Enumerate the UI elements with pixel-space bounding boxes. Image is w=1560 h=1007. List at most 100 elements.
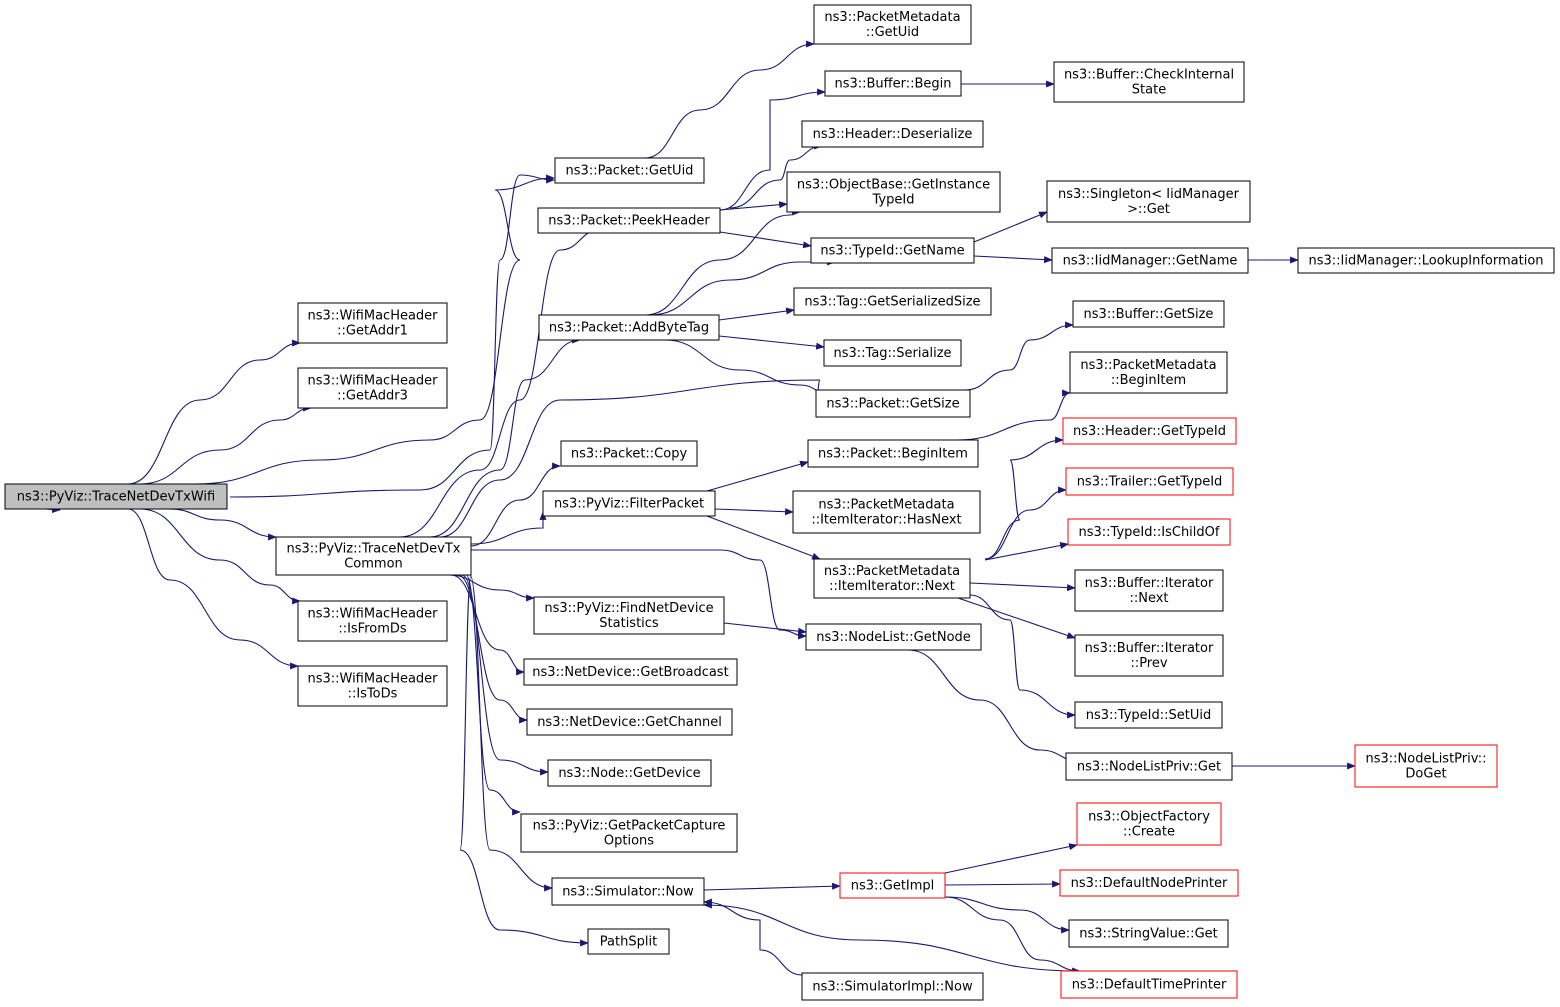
node-box[interactable]	[823, 339, 962, 367]
graph-node-bufgetsize[interactable]: ns3::Buffer::GetSize	[1072, 300, 1225, 328]
node-box[interactable]	[810, 237, 975, 264]
node-box[interactable]	[1074, 569, 1224, 612]
graph-node-getaddr3[interactable]: ns3::WifiMacHeader::GetAddr3	[297, 367, 448, 409]
node-box[interactable]	[1053, 61, 1245, 103]
node-box[interactable]	[793, 287, 992, 316]
node-box[interactable]	[297, 600, 448, 642]
graph-node-hdrgettypeid[interactable]: ns3::Header::GetTypeId	[1062, 417, 1237, 445]
graph-node-pathsplit[interactable]: PathSplit	[587, 928, 670, 955]
graph-node-trlgettypeid[interactable]: ns3::Trailer::GetTypeId	[1065, 467, 1234, 496]
graph-node-pm_getuid[interactable]: ns3::PacketMetadata::GetUid	[813, 4, 972, 45]
node-box[interactable]	[526, 708, 733, 736]
node-box[interactable]	[1074, 701, 1223, 729]
node-box[interactable]	[1060, 970, 1238, 999]
graph-node-typeidname[interactable]: ns3::TypeId::GetName	[810, 237, 975, 264]
graph-node-pktgetsize[interactable]: ns3::Packet::GetSize	[815, 389, 971, 418]
node-box[interactable]	[1072, 300, 1225, 328]
graph-node-pmhasnext[interactable]: ns3::PacketMetadata::ItemIterator::HasNe…	[792, 490, 981, 534]
node-box[interactable]	[554, 157, 705, 184]
graph-node-deftimeprinter[interactable]: ns3::DefaultTimePrinter	[1060, 970, 1238, 999]
graph-node-nodelistget[interactable]: ns3::NodeList::GetNode	[805, 623, 982, 651]
node-box[interactable]	[805, 623, 982, 651]
graph-node-getbroadcast[interactable]: ns3::NetDevice::GetBroadcast	[523, 658, 738, 686]
node-box[interactable]	[520, 813, 738, 853]
node-box[interactable]	[551, 877, 705, 906]
graph-node-setuid[interactable]: ns3::TypeId::SetUid	[1074, 701, 1223, 729]
node-box[interactable]	[1067, 518, 1231, 546]
node-box[interactable]	[1059, 869, 1239, 897]
node-box[interactable]	[533, 596, 725, 635]
node-box[interactable]	[1046, 180, 1251, 223]
graph-node-pmbeginitem[interactable]: ns3::PacketMetadata::BeginItem	[1069, 351, 1228, 394]
graph-node-filterpacket[interactable]: ns3::PyViz::FilterPacket	[542, 490, 716, 517]
graph-node-istods[interactable]: ns3::WifiMacHeader::IsToDs	[297, 665, 448, 707]
graph-node-defnodeprinter[interactable]: ns3::DefaultNodePrinter	[1059, 869, 1239, 897]
node-box[interactable]	[801, 120, 984, 148]
node-box[interactable]	[547, 759, 712, 787]
graph-node-getimpl[interactable]: ns3::GetImpl	[839, 872, 946, 899]
node-box[interactable]	[538, 314, 720, 341]
graph-node-root[interactable]: ns3::PyViz::TraceNetDevTxWifi	[4, 483, 228, 510]
node-box[interactable]	[1065, 467, 1234, 496]
graph-node-lookupinfo[interactable]: ns3::IidManager::LookupInformation	[1297, 247, 1555, 274]
graph-node-getdevice[interactable]: ns3::Node::GetDevice	[547, 759, 712, 787]
graph-node-ischildof[interactable]: ns3::TypeId::IsChildOf	[1067, 518, 1231, 546]
node-box[interactable]	[801, 972, 984, 1001]
node-box[interactable]	[824, 70, 962, 97]
node-box[interactable]	[807, 439, 979, 468]
node-box[interactable]	[560, 440, 698, 467]
graph-node-getchannel[interactable]: ns3::NetDevice::GetChannel	[526, 708, 733, 736]
node-box[interactable]	[1062, 417, 1237, 445]
node-box[interactable]	[1074, 634, 1224, 677]
graph-node-nlprivdoget[interactable]: ns3::NodeListPriv::DoGet	[1354, 744, 1498, 788]
node-box[interactable]	[4, 483, 228, 510]
node-box[interactable]	[1068, 919, 1229, 948]
graph-node-copy[interactable]: ns3::Packet::Copy	[560, 440, 698, 467]
node-box[interactable]	[786, 171, 1001, 213]
node-box[interactable]	[1354, 744, 1498, 788]
graph-node-peekheader[interactable]: ns3::Packet::PeekHeader	[537, 207, 721, 234]
node-box[interactable]	[297, 665, 448, 707]
graph-node-addbytetag[interactable]: ns3::Packet::AddByteTag	[538, 314, 720, 341]
node-box[interactable]	[813, 558, 971, 599]
node-box[interactable]	[587, 928, 670, 955]
node-box[interactable]	[537, 207, 721, 234]
graph-node-getuid[interactable]: ns3::Packet::GetUid	[554, 157, 705, 184]
graph-node-bufitprev[interactable]: ns3::Buffer::Iterator::Prev	[1074, 634, 1224, 677]
node-box[interactable]	[1065, 752, 1233, 781]
node-box[interactable]	[1297, 247, 1555, 274]
node-box[interactable]	[792, 490, 981, 534]
node-box[interactable]	[297, 367, 448, 409]
graph-node-iidgetname[interactable]: ns3::IidManager::GetName	[1051, 247, 1249, 274]
graph-node-simnow[interactable]: ns3::Simulator::Now	[551, 877, 705, 906]
graph-node-bufitnext[interactable]: ns3::Buffer::Iterator::Next	[1074, 569, 1224, 612]
node-box[interactable]	[275, 536, 472, 576]
node-box[interactable]	[523, 658, 738, 686]
node-box[interactable]	[542, 490, 716, 517]
graph-node-strvalget[interactable]: ns3::StringValue::Get	[1068, 919, 1229, 948]
graph-node-hdrdeser[interactable]: ns3::Header::Deserialize	[801, 120, 984, 148]
graph-node-bufbegin[interactable]: ns3::Buffer::Begin	[824, 70, 962, 97]
graph-node-tagsersize[interactable]: ns3::Tag::GetSerializedSize	[793, 287, 992, 316]
graph-node-simimplnow[interactable]: ns3::SimulatorImpl::Now	[801, 972, 984, 1001]
graph-node-getaddr1[interactable]: ns3::WifiMacHeader::GetAddr1	[297, 302, 448, 344]
graph-node-isfromds[interactable]: ns3::WifiMacHeader::IsFromDs	[297, 600, 448, 642]
graph-node-objfactory[interactable]: ns3::ObjectFactory::Create	[1076, 802, 1222, 846]
graph-node-pmnext[interactable]: ns3::PacketMetadata::ItemIterator::Next	[813, 558, 971, 599]
graph-node-singleton[interactable]: ns3::Singleton< IidManager>::Get	[1046, 180, 1251, 223]
graph-node-tagser[interactable]: ns3::Tag::Serialize	[823, 339, 962, 367]
graph-node-nlprivget[interactable]: ns3::NodeListPriv::Get	[1065, 752, 1233, 781]
node-box[interactable]	[839, 872, 946, 899]
graph-node-pktbeginitem[interactable]: ns3::Packet::BeginItem	[807, 439, 979, 468]
node-box[interactable]	[815, 389, 971, 418]
node-box[interactable]	[1069, 351, 1228, 394]
node-box[interactable]	[813, 4, 972, 45]
node-box[interactable]	[1076, 802, 1222, 846]
node-box[interactable]	[1051, 247, 1249, 274]
node-box[interactable]	[297, 302, 448, 344]
